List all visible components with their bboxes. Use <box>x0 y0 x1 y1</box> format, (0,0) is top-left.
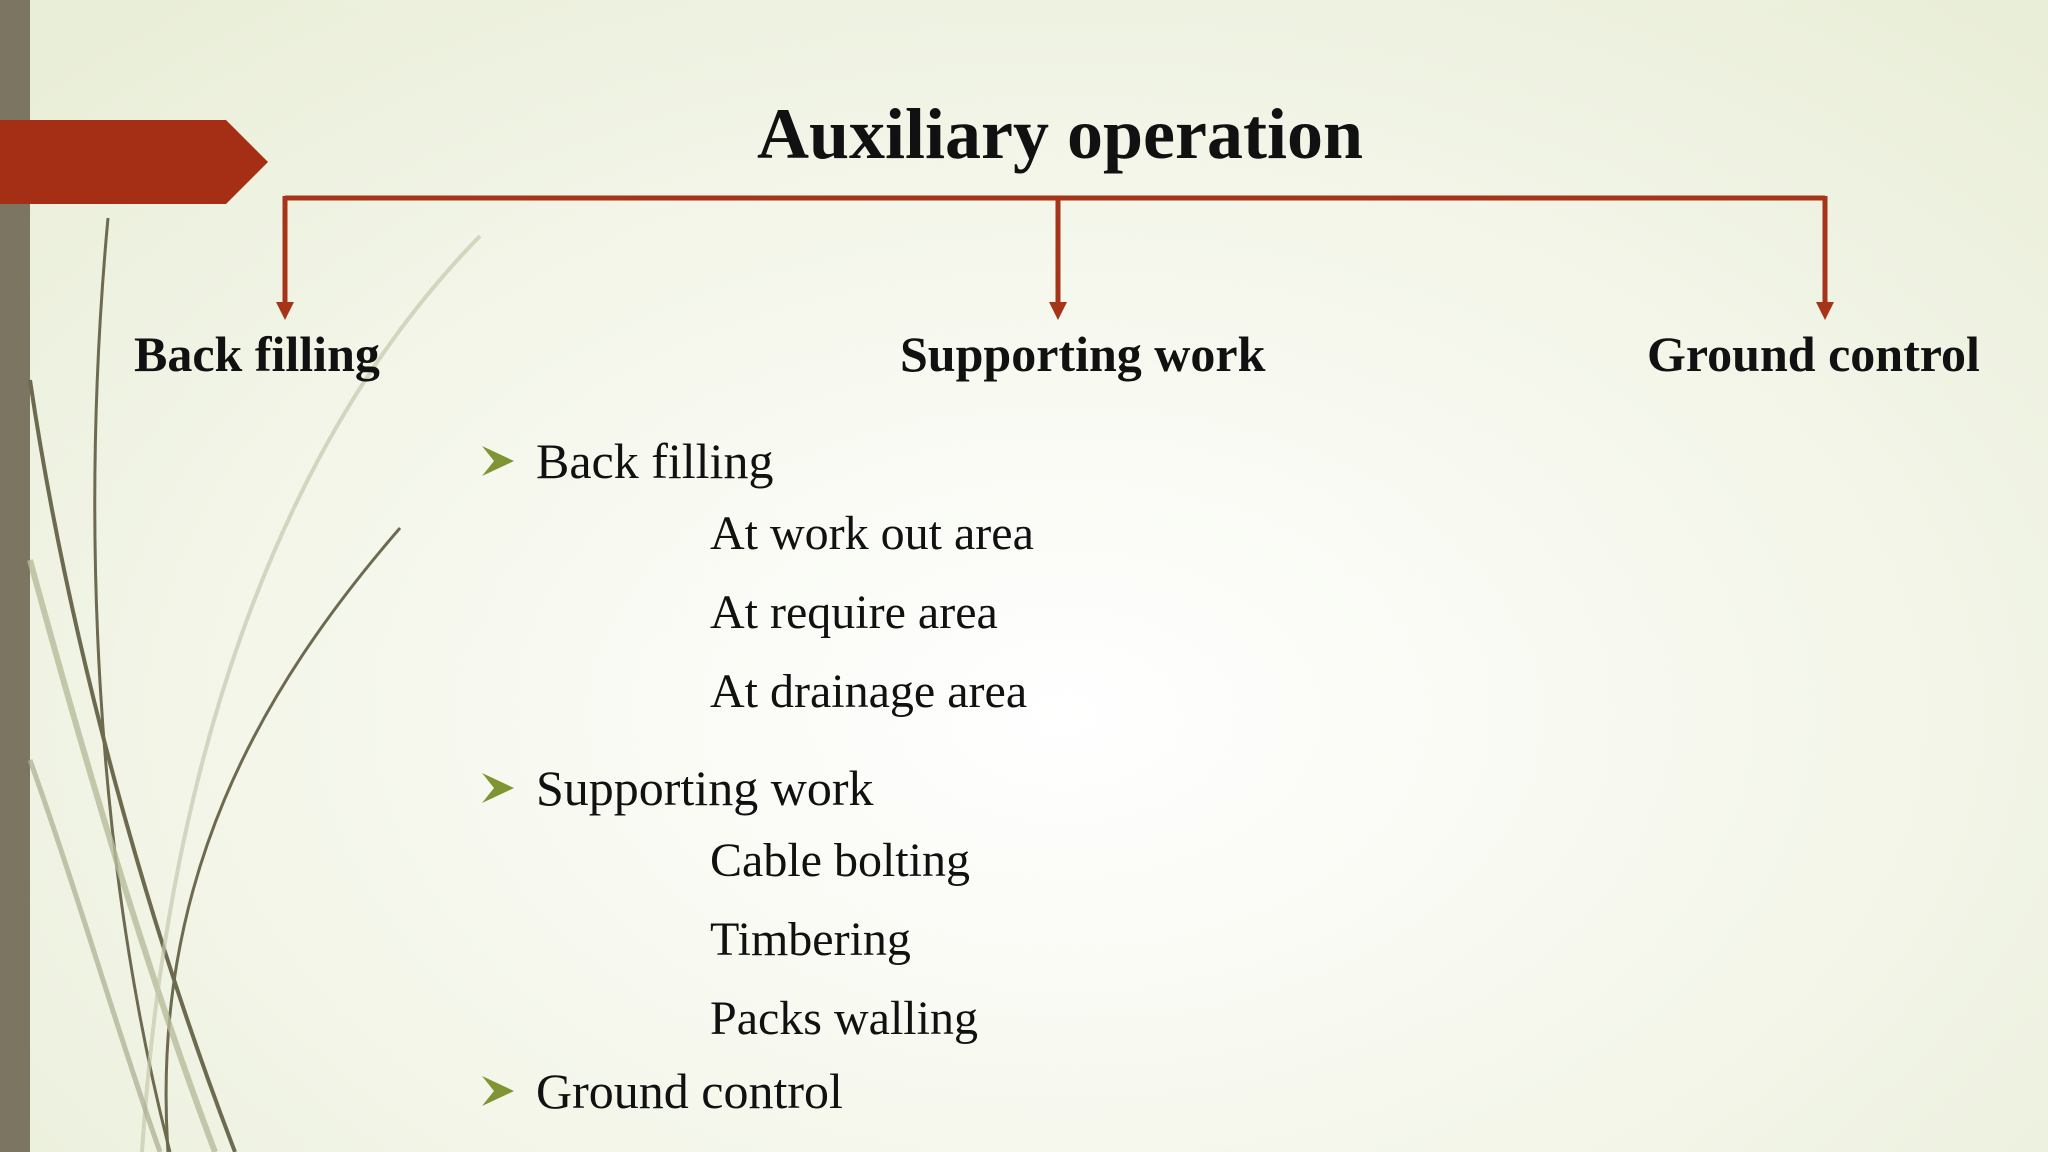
sub-item: At work out area <box>710 507 1034 560</box>
branch-label-ground-control: Ground control <box>1647 326 1980 382</box>
bullet-group-back-filling: Back filling At work out area At require… <box>480 428 1480 731</box>
slide-title: Auxiliary operation <box>757 94 1363 174</box>
spacer <box>480 731 1480 755</box>
arrow-bullet-icon <box>480 1069 536 1113</box>
bullet-group-supporting-work: Supporting work Cable bolting Timbering … <box>480 755 1480 1058</box>
bullet-row: Back filling <box>480 428 1480 494</box>
branch-label-supporting-work: Supporting work <box>900 326 1266 382</box>
arrow-down-icon <box>1816 302 1834 320</box>
arrow-bullet-icon <box>480 766 536 810</box>
bullet-group-ground-control: Ground control <box>480 1058 1480 1124</box>
bullet-row: Ground control <box>480 1058 1480 1124</box>
grass-curve <box>164 527 402 1152</box>
sub-item: Packs walling <box>710 992 978 1045</box>
content-list: Back filling At work out area At require… <box>480 428 1480 1124</box>
sub-item: At require area <box>710 586 998 639</box>
sub-item: Timbering <box>710 913 911 966</box>
sub-item: At drainage area <box>710 665 1028 718</box>
bullet-heading: Ground control <box>536 1063 843 1119</box>
grass-curve <box>27 559 218 1152</box>
arrow-down-icon <box>1049 302 1067 320</box>
bullet-row: Supporting work <box>480 755 1480 821</box>
arrow-down-icon <box>276 302 294 320</box>
arrow-bullet-icon <box>480 439 536 483</box>
bullet-heading: Back filling <box>536 433 774 489</box>
grass-curve <box>28 379 237 1152</box>
bullet-heading: Supporting work <box>536 760 874 816</box>
grass-curve <box>27 759 163 1152</box>
sub-item: Cable bolting <box>710 834 970 887</box>
branch-label-back-filling: Back filling <box>134 326 380 382</box>
